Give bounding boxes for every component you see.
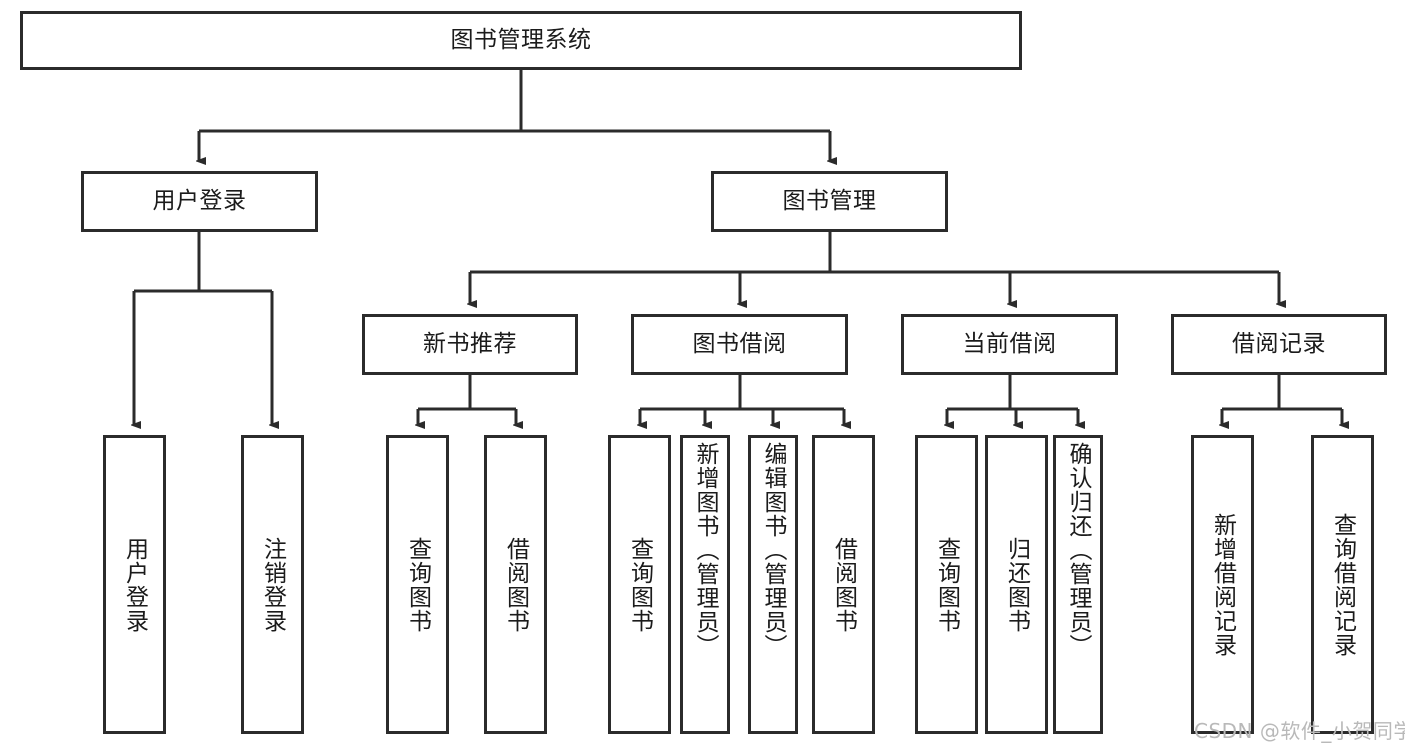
node-current-borrow-label: 当前借阅 [962, 330, 1057, 357]
node-add-book-admin[interactable]: 新增图书（管理员） [680, 435, 730, 734]
node-query-book-borrow[interactable]: 查询图书 [608, 435, 671, 734]
node-add-borrow-record[interactable]: 新增借阅记录 [1191, 435, 1254, 734]
node-query-borrow-record-label: 查询借阅记录 [1329, 512, 1356, 657]
node-borrow-book-borrow[interactable]: 借阅图书 [812, 435, 875, 734]
node-user-login[interactable]: 用户登录 [81, 171, 318, 232]
node-borrow-record[interactable]: 借阅记录 [1171, 314, 1387, 375]
node-query-book-recommend-label: 查询图书 [404, 536, 431, 633]
node-book-management-label: 图书管理 [782, 187, 877, 214]
node-user-login-action-label: 用户登录 [121, 536, 148, 633]
node-confirm-return-admin-label: 确认归还（管理员） [1065, 442, 1092, 658]
node-new-book-recommend-label: 新书推荐 [423, 330, 517, 357]
node-root-label: 图书管理系统 [450, 26, 592, 53]
node-return-book-current-label: 归还图书 [1003, 536, 1030, 633]
node-new-book-recommend[interactable]: 新书推荐 [362, 314, 578, 375]
node-borrow-book-recommend-label: 借阅图书 [502, 536, 529, 633]
node-book-management[interactable]: 图书管理 [711, 171, 948, 232]
node-query-book-current[interactable]: 查询图书 [915, 435, 978, 734]
node-book-borrow-label: 图书借阅 [692, 330, 787, 357]
node-borrow-book-borrow-label: 借阅图书 [830, 536, 857, 633]
node-book-borrow[interactable]: 图书借阅 [631, 314, 848, 375]
node-add-borrow-record-label: 新增借阅记录 [1209, 512, 1236, 657]
node-user-login-action[interactable]: 用户登录 [103, 435, 166, 734]
node-return-book-current[interactable]: 归还图书 [985, 435, 1048, 734]
node-edit-book-admin[interactable]: 编辑图书（管理员） [748, 435, 798, 734]
node-confirm-return-admin[interactable]: 确认归还（管理员） [1053, 435, 1103, 734]
node-query-book-recommend[interactable]: 查询图书 [386, 435, 449, 734]
node-root[interactable]: 图书管理系统 [20, 11, 1022, 70]
node-borrow-book-recommend[interactable]: 借阅图书 [484, 435, 547, 734]
node-user-logout-action-label: 注销登录 [259, 536, 286, 633]
node-query-borrow-record[interactable]: 查询借阅记录 [1311, 435, 1374, 734]
node-current-borrow[interactable]: 当前借阅 [901, 314, 1118, 375]
node-user-login-label: 用户登录 [152, 187, 247, 214]
node-query-book-borrow-label: 查询图书 [626, 536, 653, 633]
watermark-text: CSDN @软件_小贺同学 [1194, 719, 1405, 743]
node-borrow-record-label: 借阅记录 [1232, 330, 1326, 357]
node-query-book-current-label: 查询图书 [933, 536, 960, 633]
node-edit-book-admin-label: 编辑图书（管理员） [760, 442, 787, 658]
node-add-book-admin-label: 新增图书（管理员） [692, 442, 719, 658]
node-user-logout-action[interactable]: 注销登录 [241, 435, 304, 734]
